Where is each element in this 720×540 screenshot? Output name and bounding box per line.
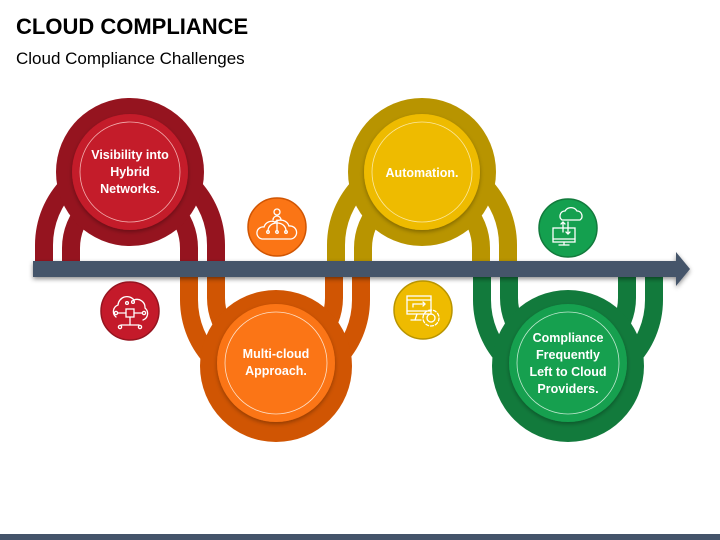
cloud-network-icon: [100, 281, 160, 341]
step-4-green-shape: [473, 265, 663, 442]
page-subtitle: Cloud Compliance Challenges: [16, 49, 245, 68]
step-2-orange-shape: [180, 265, 370, 442]
cloud-hierarchy-icon: [247, 197, 307, 257]
page-title: CLOUD COMPLIANCE: [16, 14, 249, 39]
cloud-sync-monitor-icon: [538, 198, 598, 258]
step-4-label: Compliance Frequently Left to Cloud Prov…: [529, 331, 607, 396]
footer-bar: [0, 534, 720, 540]
step-2-label: Multi-cloud Approach.: [242, 347, 310, 378]
timeline-arrow: [33, 252, 690, 286]
step-1-red-shape: [35, 98, 225, 275]
step-3-label: Automation.: [385, 165, 459, 180]
step-1-label: Visibility into Hybrid Networks.: [91, 147, 169, 196]
step-3-yellow-shape: [327, 98, 517, 275]
monitor-gear-icon: [393, 280, 453, 340]
